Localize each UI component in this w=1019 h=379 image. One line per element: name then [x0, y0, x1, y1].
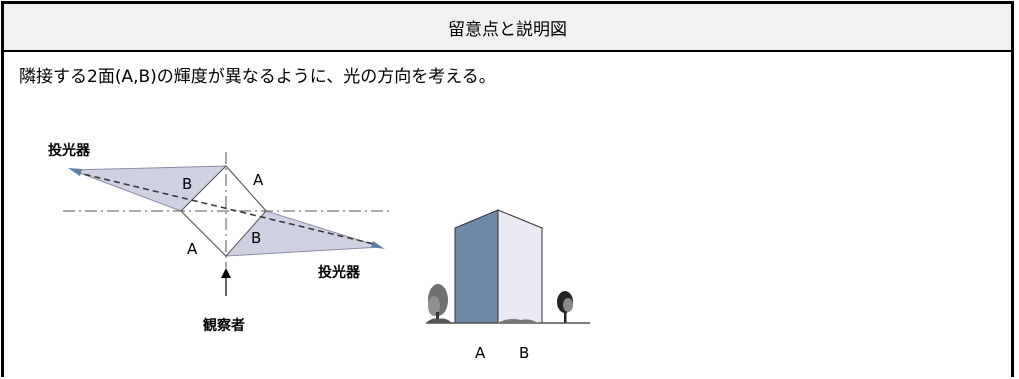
elevation-label-b: B: [519, 344, 529, 362]
projector-top-icon: [68, 168, 82, 176]
projector-label-bottom: 投光器: [318, 264, 361, 281]
building-face-b: [497, 209, 543, 324]
ground-clutter: [497, 319, 537, 323]
observer-label: 観察者: [203, 317, 245, 334]
plan-view: 投光器 投光器 観察者 B A A B: [48, 142, 393, 334]
face-label-b-top: B: [182, 175, 192, 193]
building-face-a: [454, 209, 499, 324]
elevation-label-a: A: [475, 344, 486, 362]
tree-left-icon: [426, 284, 452, 323]
observer-arrow-icon: [221, 268, 231, 278]
face-label-a-bottom: A: [187, 240, 198, 258]
header-title: 留意点と説明図: [448, 19, 567, 40]
description-text: 隣接する2面(A,B)の輝度が異なるように、光の方向を考える。: [19, 67, 496, 87]
face-label-a-top: A: [253, 171, 264, 189]
section-header: 留意点と説明図: [4, 4, 1011, 52]
projector-axis: [74, 171, 379, 246]
tree-right-icon: [557, 291, 573, 323]
elevation-view: A B: [426, 209, 590, 362]
face-label-b-bottom: B: [251, 229, 261, 247]
projector-bottom-icon: [371, 241, 385, 249]
projector-label-top: 投光器: [48, 142, 91, 159]
